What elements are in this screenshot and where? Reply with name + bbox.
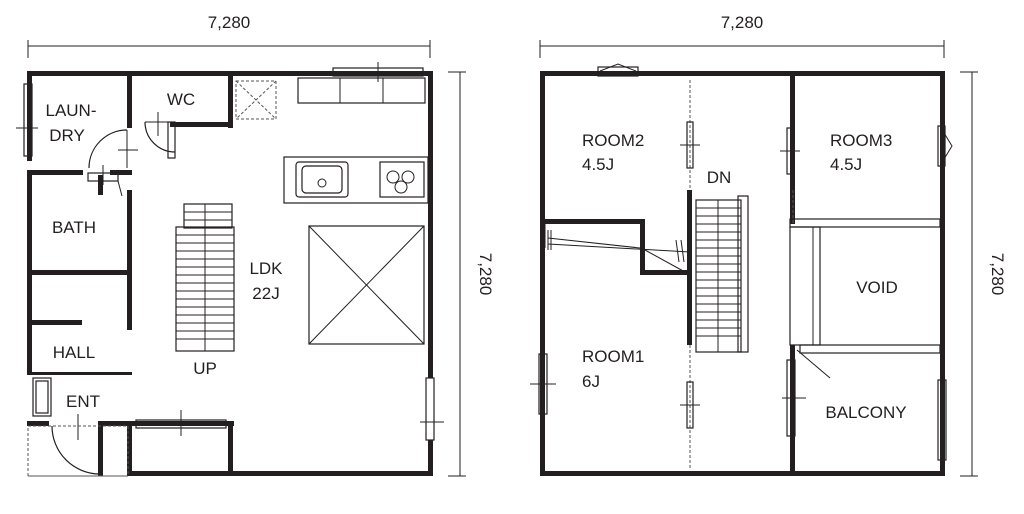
ldk-size-label: 22J	[252, 284, 279, 303]
void-label: VOID	[856, 278, 898, 297]
room1-label: ROOM1	[582, 347, 644, 366]
wc-label: WC	[167, 90, 195, 109]
ground-floor-plan	[16, 62, 444, 477]
room2-label: ROOM2	[582, 131, 644, 150]
laundry-label-line1: LAUN-	[45, 101, 96, 120]
dimension-lines	[27, 40, 978, 477]
balcony-label: BALCONY	[825, 403, 906, 422]
upper-depth-dimension: 7,280	[988, 253, 1007, 296]
room1-size-label: 6J	[582, 372, 600, 391]
entrance-label: ENT	[66, 392, 100, 411]
ldk-label: LDK	[249, 259, 283, 278]
room2-size-label: 4.5J	[582, 155, 614, 174]
stairs-up-label: UP	[193, 359, 217, 378]
ground-width-dimension: 7,280	[208, 13, 251, 32]
bath-label: BATH	[52, 218, 96, 237]
room3-label: ROOM3	[830, 131, 892, 150]
upper-floor-plan	[530, 63, 953, 476]
stairs-down-label: DN	[707, 168, 732, 187]
upper-width-dimension: 7,280	[721, 13, 764, 32]
room3-size-label: 4.5J	[830, 155, 862, 174]
hall-label: HALL	[53, 343, 96, 362]
ground-depth-dimension: 7,280	[476, 253, 495, 296]
laundry-label-line2: DRY	[49, 126, 85, 145]
